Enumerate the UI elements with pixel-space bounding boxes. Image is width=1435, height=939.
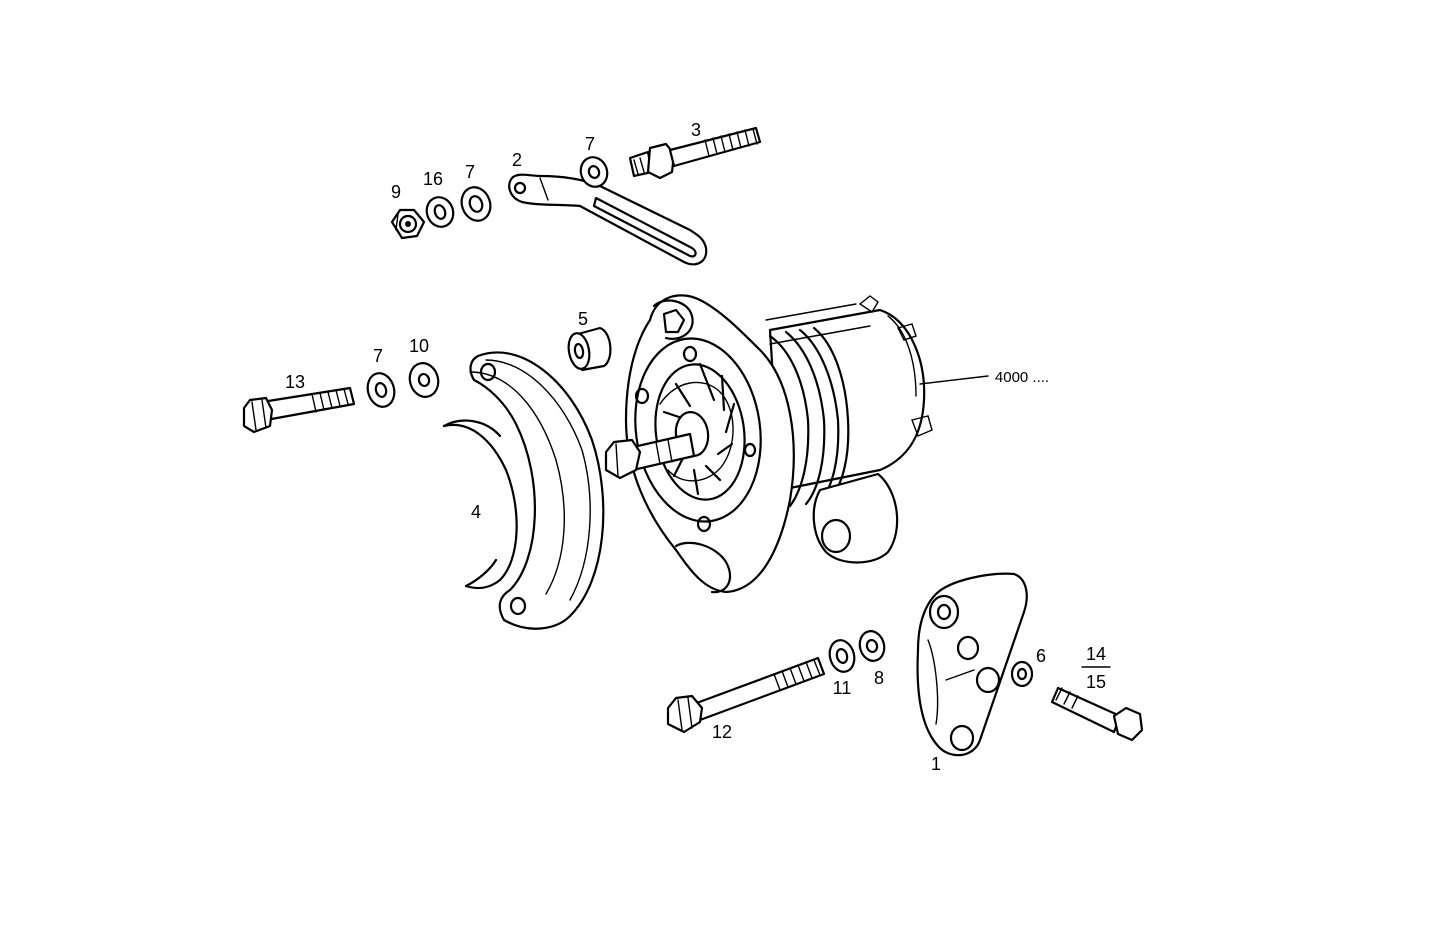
hex-bolt-part-14-15: [1050, 686, 1144, 742]
label-part-14: 14: [1086, 644, 1106, 664]
label-part-10: 10: [409, 336, 429, 356]
label-part-1: 1: [931, 754, 941, 774]
label-part-15: 15: [1086, 672, 1106, 692]
hex-bolt-part-13: [242, 386, 356, 434]
washer-part-10: [408, 362, 440, 398]
spacer-bush-part-5: [567, 326, 612, 372]
washer-part-7-middle: [366, 372, 396, 408]
label-part-12: 12: [712, 722, 732, 742]
label-part-7-middle: 7: [373, 346, 383, 366]
label-part-5: 5: [578, 309, 588, 329]
adjusting-bracket-part-2: [508, 173, 708, 266]
stud-bolt-part-3: [628, 126, 762, 180]
label-part-7-top: 7: [585, 134, 595, 154]
washer-part-7-top: [579, 156, 609, 188]
label-part-7-upper: 7: [465, 162, 475, 182]
assembly-leader-line: [919, 375, 989, 385]
label-part-3: 3: [691, 120, 701, 140]
hex-nut-part-9: [390, 208, 426, 240]
label-part-13: 13: [285, 372, 305, 392]
washer-part-11: [828, 639, 856, 673]
mounting-bracket-part-1: [916, 572, 1028, 757]
label-part-9: 9: [391, 182, 401, 202]
washer-part-7-upper: [460, 186, 492, 222]
label-assembly-4000: 4000 ....: [995, 369, 1049, 386]
label-part-6: 6: [1036, 646, 1046, 666]
label-part-8: 8: [874, 668, 884, 688]
nut-part-6: [1010, 660, 1034, 688]
label-part-11: 11: [833, 678, 852, 698]
label-part-16: 16: [423, 169, 443, 189]
label-part-2: 2: [512, 150, 522, 170]
label-part-4: 4: [471, 502, 481, 522]
hex-bolt-part-12: [666, 656, 826, 734]
alternator-assembly: [604, 294, 933, 594]
spring-washer-part-16: [425, 196, 455, 228]
pulley-shield-part-4: [442, 351, 605, 630]
nut-part-8: [858, 630, 886, 662]
